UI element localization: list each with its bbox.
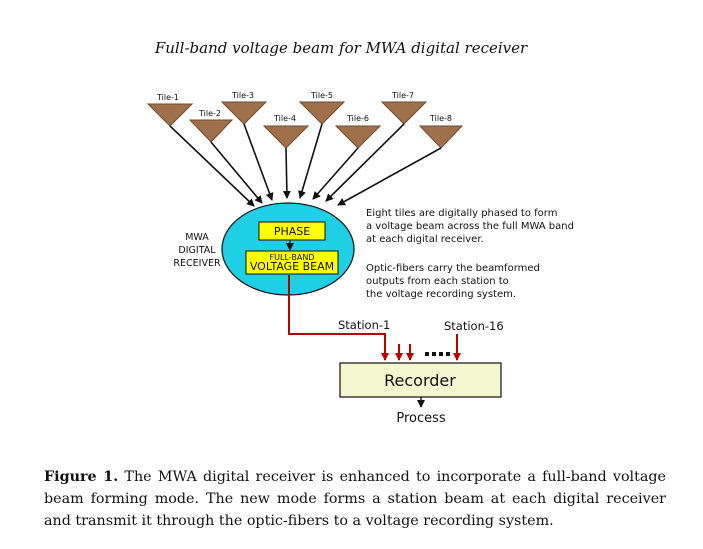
tile-4-signal <box>282 147 291 199</box>
tile-3-antenna <box>220 101 268 125</box>
description: Eight tiles are digitally phased to form… <box>366 208 574 300</box>
tile-7-label: Tile-7 <box>391 91 414 100</box>
tile-7-antenna <box>380 101 428 125</box>
phase-box <box>258 221 326 241</box>
description-line: Eight tiles are digitally phased to form <box>366 208 557 219</box>
tile-5-antenna <box>298 101 346 125</box>
caption-label: Figure 1. <box>44 469 119 485</box>
recorder-box <box>339 362 502 398</box>
description-line: Optic-fibers carry the beamformed <box>366 263 540 274</box>
ellipsis-dots <box>425 352 450 356</box>
station-1-fiber <box>288 275 389 361</box>
tile-2-label: Tile-2 <box>198 109 221 118</box>
station-1-label: Station-1 <box>338 318 390 332</box>
description-line: outputs from each station to <box>366 276 509 287</box>
tile-signal-lines <box>169 123 442 207</box>
tile-2-antenna <box>188 119 234 143</box>
station-16-label: Station-16 <box>444 319 504 333</box>
voltage-beam-label-line2: VOLTAGE BEAM <box>250 260 334 273</box>
phase-label: PHASE <box>274 225 310 238</box>
beamformer-diagram: Full-band voltage beam for MWA digital r… <box>146 39 574 426</box>
description-line: at each digital receiver. <box>366 234 484 245</box>
process-label: Process <box>396 411 446 426</box>
tile-1-signal <box>169 125 255 207</box>
tile-3-label: Tile-3 <box>231 91 254 100</box>
tile-8-label: Tile-8 <box>429 114 452 123</box>
tile-4-antenna <box>262 125 310 149</box>
voltage-beam-label-line1: FULL-BAND <box>270 253 315 262</box>
recorder-label: Recorder <box>384 371 456 390</box>
receiver-label-line2: DIGITAL <box>178 245 216 256</box>
tile-5-signal <box>298 123 323 199</box>
tile-antennas <box>146 101 464 149</box>
diagram-title: Full-band voltage beam for MWA digital r… <box>154 39 528 57</box>
description-line: a voltage beam across the full MWA band <box>366 221 574 232</box>
fiber-links <box>288 275 461 361</box>
tile-3-signal <box>243 123 274 201</box>
figure-caption: Figure 1. The MWA digital receiver is en… <box>44 466 666 532</box>
tile-6-signal <box>312 147 359 200</box>
description-line: the voltage recording system. <box>366 289 516 300</box>
tile-4-label: Tile-4 <box>273 114 296 123</box>
receiver-label-line3: RECEIVER <box>173 258 221 269</box>
tile-6-label: Tile-6 <box>346 114 369 123</box>
tile-1-label: Tile-1 <box>156 93 179 102</box>
tile-6-antenna <box>334 125 382 149</box>
tile-7-signal <box>325 123 405 202</box>
caption-text: The MWA digital receiver is enhanced to … <box>44 469 667 529</box>
voltage-beam-box <box>245 250 339 275</box>
tile-1-antenna <box>146 103 194 127</box>
tile-2-signal <box>210 141 263 204</box>
tile-5-label: Tile-5 <box>310 91 333 100</box>
tile-8-antenna <box>418 125 464 149</box>
receiver-label-line1: MWA <box>185 232 209 243</box>
tile-8-signal <box>337 147 442 206</box>
